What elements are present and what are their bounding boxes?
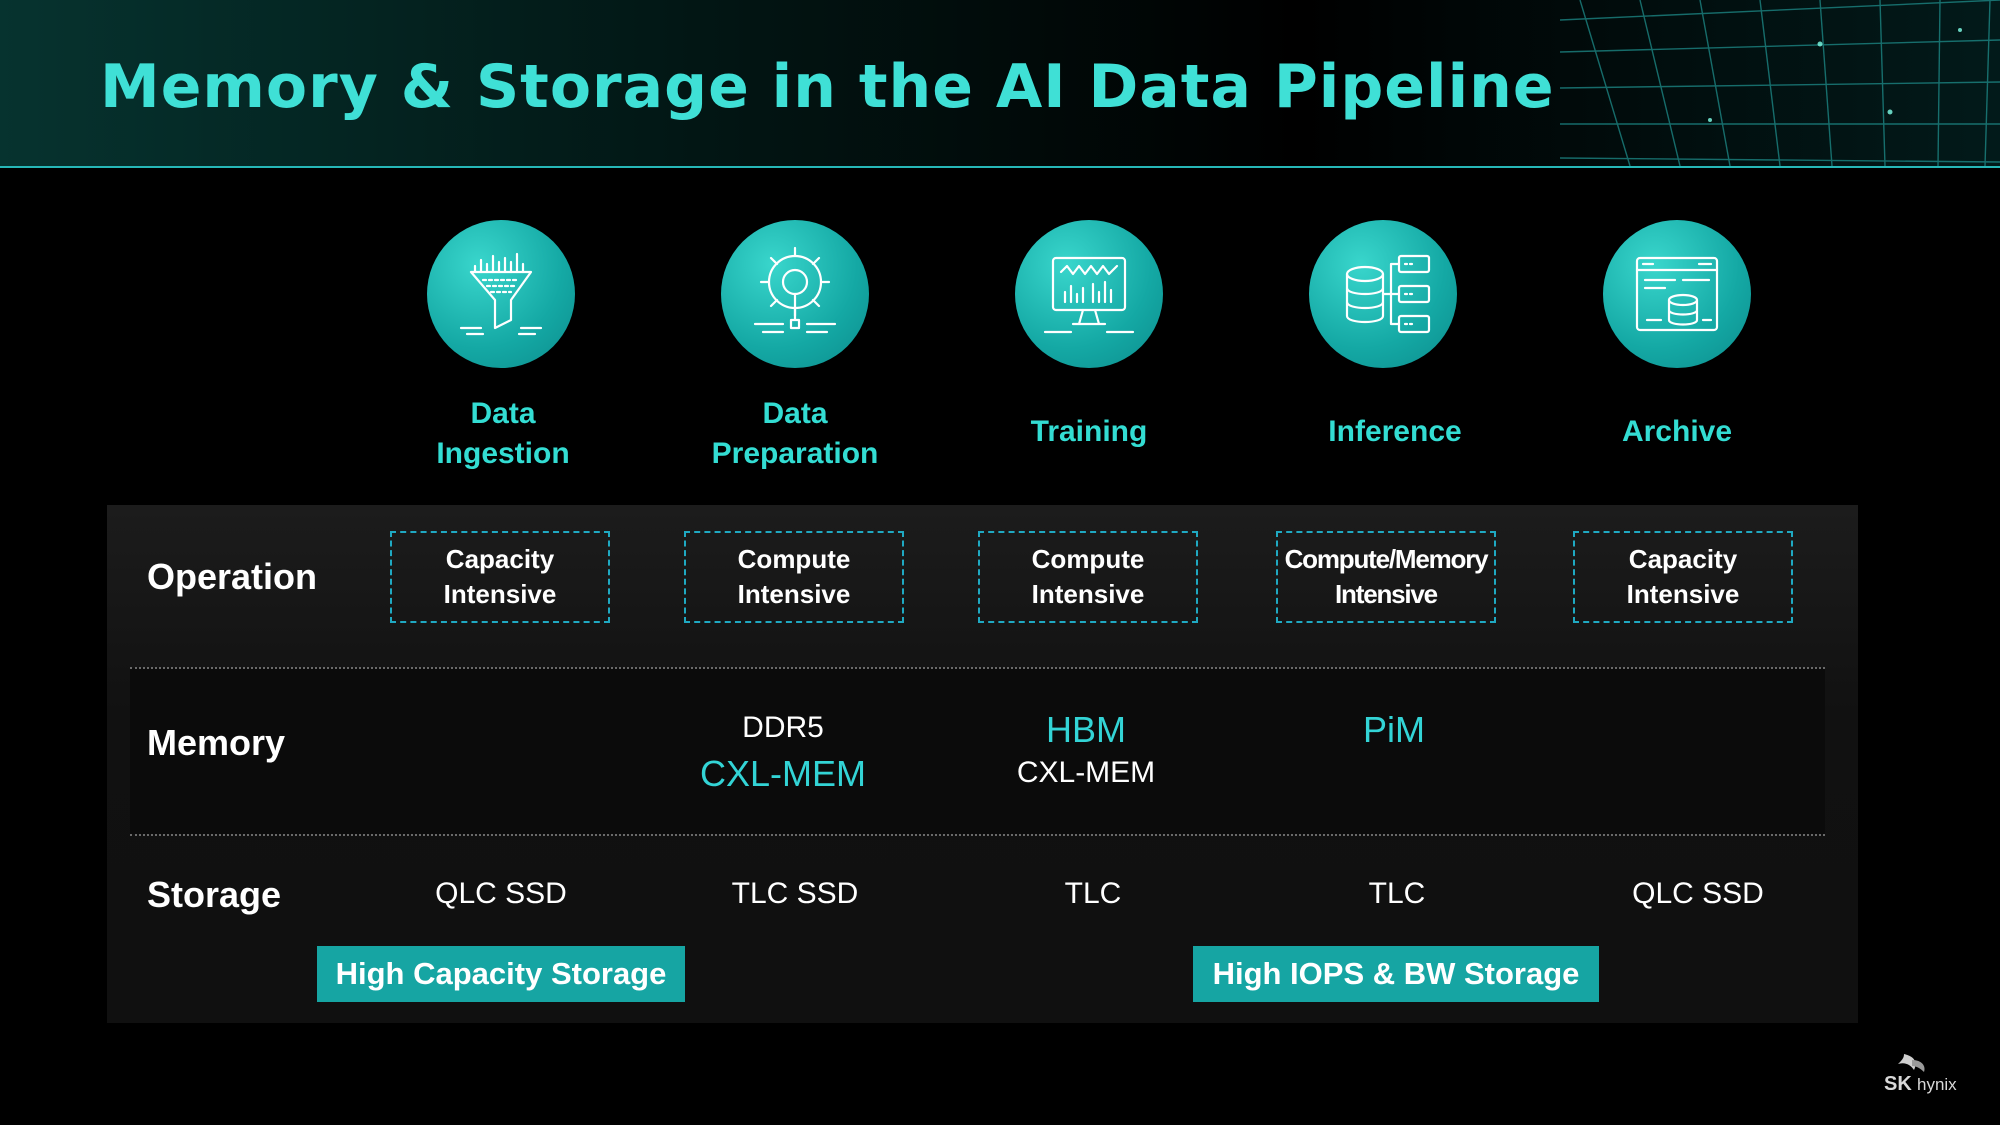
badge-high-capacity-storage: High Capacity Storage — [317, 946, 685, 1002]
row-divider — [130, 834, 1825, 836]
svg-text:SK: SK — [1884, 1073, 1912, 1095]
funnel-chart-icon — [427, 220, 575, 368]
stage-label-archive: Archive — [1621, 415, 1733, 448]
grid-decoration — [1560, 0, 2000, 166]
stage-label-inference: Inference — [1328, 415, 1462, 448]
memory-pim: PiM — [1363, 709, 1425, 750]
operation-cell: Compute/Memory Intensive — [1276, 531, 1496, 623]
operation-cell: Capacity Intensive — [390, 531, 610, 623]
storage-cell: TLC — [1368, 877, 1426, 910]
storage-cell: QLC SSD — [435, 877, 567, 910]
stage-label-training: Training — [1030, 415, 1148, 448]
browser-database-icon — [1603, 220, 1751, 368]
badge-high-iops-bw-storage: High IOPS & BW Storage — [1193, 946, 1599, 1002]
row-label-memory: Memory — [147, 722, 286, 763]
row-divider — [130, 667, 1825, 669]
storage-cell: QLC SSD — [1632, 877, 1764, 910]
memory-cxl-mem-highlight: CXL-MEM — [699, 753, 866, 794]
svg-text:hynix: hynix — [1917, 1075, 1957, 1094]
gear-magnifier-icon — [721, 220, 869, 368]
memory-ddr5: DDR5 — [742, 711, 824, 744]
row-label-operation: Operation — [147, 556, 318, 597]
header-banner: Memory & Storage in the AI Data Pipeline — [0, 0, 2000, 168]
operation-cell: Capacity Intensive — [1573, 531, 1793, 623]
operation-cell: Compute Intensive — [978, 531, 1198, 623]
memory-row-band — [130, 668, 1825, 834]
monitor-chart-icon — [1015, 220, 1163, 368]
operation-cell: Compute Intensive — [684, 531, 904, 623]
storage-cell: TLC — [1064, 877, 1122, 910]
stage-label-data-preparation: Data Preparation — [711, 397, 879, 470]
row-label-storage: Storage — [147, 874, 282, 915]
storage-cell: TLC SSD — [731, 877, 859, 910]
database-network-icon — [1309, 220, 1457, 368]
stage-label-data-ingestion: Data Ingestion — [436, 397, 570, 470]
page-title: Memory & Storage in the AI Data Pipeline — [100, 52, 1555, 122]
memory-hbm: HBM — [1046, 709, 1126, 750]
sk-hynix-logo: SK hynix — [1884, 1050, 1970, 1096]
memory-cxl-mem: CXL-MEM — [1016, 756, 1156, 789]
